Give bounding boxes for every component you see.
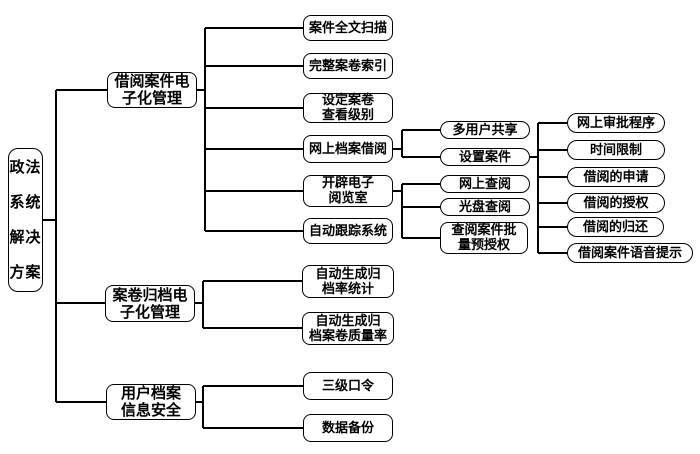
node-set-case: 设置案件	[440, 148, 530, 166]
node-multi-user-share: 多用户共享	[440, 121, 530, 139]
node-borrow-authorize: 借阅的授权	[567, 193, 665, 213]
node-borrow-return: 借阅的归还	[567, 217, 664, 237]
node-view-level: 设定案卷 查看级别	[303, 93, 393, 123]
trunk-root	[43, 89, 107, 403]
node-batch-preauth: 查阅案件批 量预授权	[440, 222, 528, 254]
node-cd-view: 光盘查阅	[440, 198, 530, 216]
trunk-online-borrow	[393, 129, 440, 158]
node-time-limit: 时间限制	[567, 140, 665, 160]
node-root: 政法 系统 解决 方案	[8, 148, 43, 292]
node-complete-index: 完整案卷索引	[303, 53, 393, 79]
node-borrow-mgmt: 借阅案件电 子化管理	[107, 72, 197, 108]
trunk-user-security	[196, 385, 303, 429]
node-online-borrow: 网上档案借阅	[303, 135, 393, 163]
node-user-security: 用户档案 信息安全	[106, 384, 196, 420]
node-filing-quality-rate: 自动生成归 档案卷质量率	[302, 312, 394, 345]
node-archive-mgmt: 案卷归档电 子化管理	[105, 285, 195, 322]
trunk-archive-mgmt	[195, 280, 302, 329]
node-e-reading-room: 开辟电子 阅览室	[303, 175, 393, 207]
node-online-view: 网上查阅	[440, 175, 530, 193]
trunk-borrow-mgmt	[197, 27, 303, 232]
node-fulltext-scan: 案件全文扫描	[303, 15, 393, 41]
trunk-set-case	[530, 122, 567, 254]
node-filing-rate-stats: 自动生成归 档率统计	[302, 265, 394, 298]
node-three-level-password: 三级口令	[303, 372, 393, 400]
node-online-approval: 网上审批程序	[567, 113, 665, 133]
trunk-e-reading-room	[393, 183, 440, 239]
node-data-backup: 数据备份	[303, 414, 393, 442]
node-auto-tracking: 自动跟踪系统	[303, 218, 393, 244]
node-voice-prompt: 借阅案件语音提示	[567, 243, 693, 263]
node-borrow-apply: 借阅的申请	[567, 167, 665, 187]
